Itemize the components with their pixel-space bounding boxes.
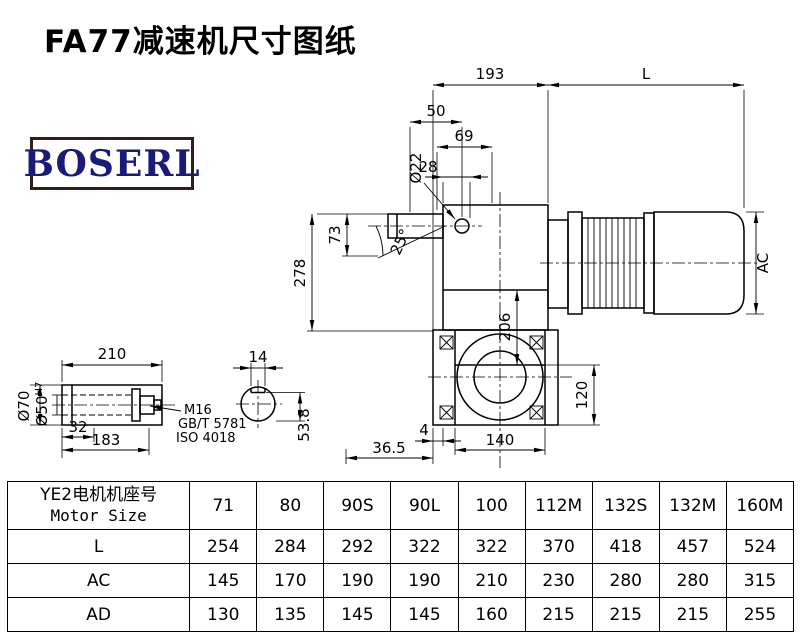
centerlines bbox=[368, 192, 760, 468]
table-cell: 254 bbox=[189, 529, 258, 564]
table-col-header: 100 bbox=[457, 481, 526, 530]
table-col-header: 160M bbox=[725, 481, 795, 530]
table-col-header: 132M bbox=[658, 481, 727, 530]
dim-120: 120 bbox=[573, 381, 591, 410]
boserl-logo-text: BOSERL bbox=[23, 142, 201, 185]
header-en: Motor Size bbox=[50, 506, 147, 526]
dim-phi50-tolerance: H7 bbox=[34, 382, 45, 396]
dim-phi70: Ø70 bbox=[15, 391, 33, 422]
dim-206: 206 bbox=[496, 313, 514, 342]
table-cell: 284 bbox=[256, 529, 325, 564]
shaft-detail-view bbox=[52, 384, 176, 426]
table-cell: 160 bbox=[457, 597, 526, 632]
table-header-row: YE2电机机座号 Motor Size 71 80 90S 90L 100 11… bbox=[6, 481, 795, 530]
table-cell: 230 bbox=[524, 563, 593, 598]
dim-278: 278 bbox=[291, 259, 309, 288]
dimension-drawing: 193 L 50 69 28 Ø22 25° 73 278 206 120 AC… bbox=[15, 65, 772, 468]
row-label: AC bbox=[6, 563, 191, 598]
dim-73: 73 bbox=[326, 225, 344, 244]
front-view-motor bbox=[547, 211, 745, 315]
table-cell: 170 bbox=[256, 563, 325, 598]
header-cn: YE2电机机座号 bbox=[40, 484, 158, 505]
dim-53-8: 53.8 bbox=[295, 408, 313, 441]
table-cell: 418 bbox=[591, 529, 660, 564]
table-cell: 457 bbox=[658, 529, 727, 564]
table-col-header: 71 bbox=[189, 481, 258, 530]
label-iso-standard: ISO 4018 bbox=[176, 431, 236, 446]
motor-size-table: YE2电机机座号 Motor Size 71 80 90S 90L 100 11… bbox=[6, 481, 795, 632]
table-cell: 145 bbox=[323, 597, 392, 632]
dim-50: 50 bbox=[426, 102, 445, 120]
dim-210: 210 bbox=[98, 345, 127, 363]
table-row-AC: AC 145 170 190 190 210 230 280 280 315 bbox=[6, 563, 795, 598]
dim-4: 4 bbox=[419, 421, 429, 439]
flange-bolt-holes bbox=[439, 335, 544, 420]
label-gb-standard: GB/T 5781 bbox=[178, 417, 247, 432]
table-cell: 130 bbox=[189, 597, 258, 632]
page-title: FA77减速机尺寸图纸 bbox=[44, 24, 357, 60]
row-label: L bbox=[6, 529, 191, 564]
table-col-header: 80 bbox=[256, 481, 325, 530]
dim-140: 140 bbox=[486, 431, 515, 449]
dim-28: 28 bbox=[418, 158, 437, 176]
table-cell: 255 bbox=[725, 597, 795, 632]
label-m16: M16 bbox=[184, 403, 212, 418]
dimension-lines bbox=[37, 82, 759, 461]
table-row-L: L 254 284 292 322 322 370 418 457 524 bbox=[6, 529, 795, 564]
table-cell: 215 bbox=[658, 597, 727, 632]
dim-14: 14 bbox=[248, 348, 267, 366]
dim-32: 32 bbox=[68, 418, 87, 436]
dim-L: L bbox=[642, 65, 651, 83]
boserl-logo: BOSERL bbox=[23, 137, 200, 190]
row-label: AD bbox=[6, 597, 191, 632]
table-cell: 322 bbox=[390, 529, 459, 564]
dim-193: 193 bbox=[476, 65, 505, 83]
table-col-header: 112M bbox=[524, 481, 593, 530]
table-col-header: 90S bbox=[323, 481, 392, 530]
table-cell: 370 bbox=[524, 529, 593, 564]
table-cell: 280 bbox=[591, 563, 660, 598]
shaft-section-view bbox=[236, 380, 282, 428]
table-col-header: 90L bbox=[390, 481, 459, 530]
dim-phi50h7: Ø50H7 bbox=[33, 382, 51, 427]
table-cell: 190 bbox=[390, 563, 459, 598]
table-cell: 292 bbox=[323, 529, 392, 564]
table-col-header: 132S bbox=[591, 481, 660, 530]
table-cell: 322 bbox=[457, 529, 526, 564]
dim-25deg: 25° bbox=[387, 226, 415, 258]
table-cell: 524 bbox=[725, 529, 795, 564]
dim-183: 183 bbox=[92, 431, 121, 449]
table-row-AD: AD 130 135 145 145 160 215 215 215 255 bbox=[6, 597, 795, 632]
table-cell: 315 bbox=[725, 563, 795, 598]
table-header-motor-size: YE2电机机座号 Motor Size bbox=[6, 481, 191, 530]
table-cell: 135 bbox=[256, 597, 325, 632]
table-cell: 145 bbox=[390, 597, 459, 632]
table-cell: 145 bbox=[189, 563, 258, 598]
dimension-labels: 193 L 50 69 28 Ø22 25° 73 278 206 120 AC… bbox=[15, 65, 772, 457]
table-cell: 280 bbox=[658, 563, 727, 598]
dim-69: 69 bbox=[454, 127, 473, 145]
table-cell: 215 bbox=[524, 597, 593, 632]
dim-AC: AC bbox=[754, 253, 772, 273]
table-cell: 190 bbox=[323, 563, 392, 598]
dim-36-5: 36.5 bbox=[372, 439, 405, 457]
table-cell: 215 bbox=[591, 597, 660, 632]
table-cell: 210 bbox=[457, 563, 526, 598]
dim-phi50: Ø50 bbox=[33, 395, 51, 426]
dim-phi22: Ø22 bbox=[407, 153, 425, 184]
